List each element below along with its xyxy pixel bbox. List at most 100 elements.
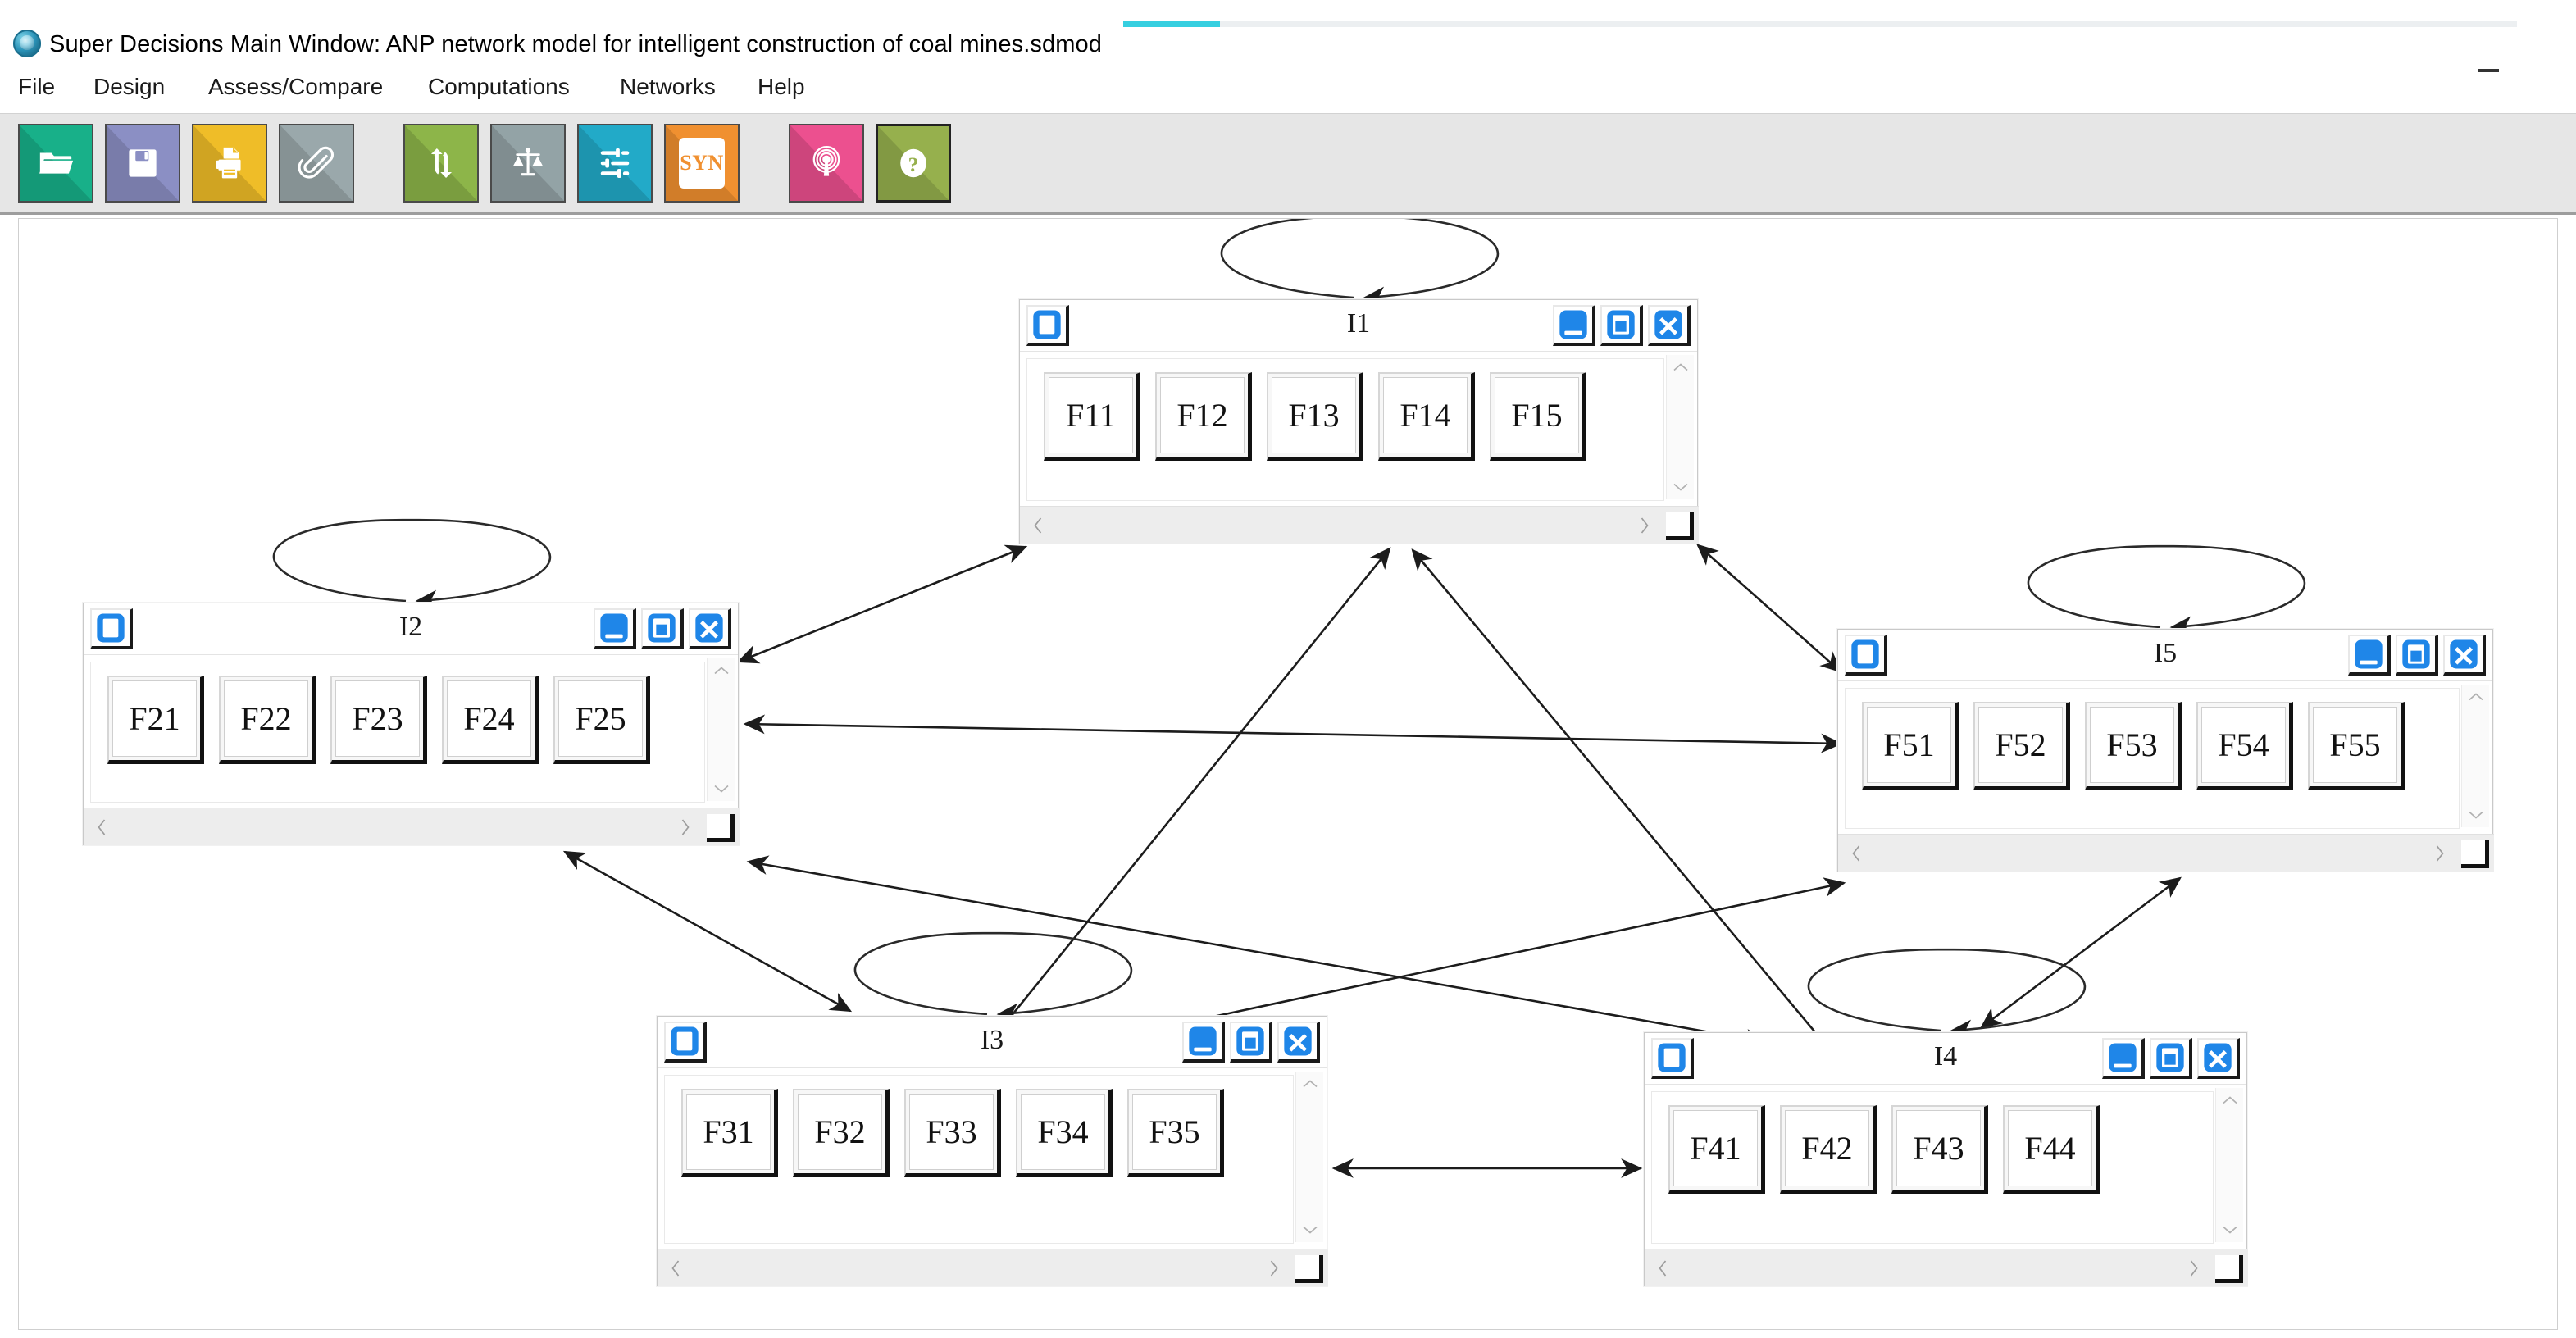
node-f24[interactable]: F24 [442, 676, 539, 764]
scroll-left-chevron-icon[interactable] [95, 817, 108, 837]
vertical-scrollbar[interactable] [2461, 685, 2489, 827]
minimize-button[interactable] [2348, 635, 2391, 676]
scroll-left-chevron-icon[interactable] [1031, 516, 1045, 535]
node-f15[interactable]: F15 [1490, 372, 1586, 461]
scroll-down-chevron-icon[interactable] [712, 783, 730, 794]
menu-item-networks[interactable]: Networks [620, 74, 716, 99]
node-f33[interactable]: F33 [904, 1089, 1001, 1177]
scroll-left-chevron-icon[interactable] [1656, 1258, 1669, 1278]
minimize-button[interactable] [1553, 305, 1595, 346]
cluster-titlebar[interactable]: I5 [1838, 630, 2492, 681]
priorities-button[interactable] [577, 124, 653, 203]
new-node-button[interactable] [1651, 1038, 1694, 1079]
new-node-button[interactable] [1845, 635, 1887, 676]
scroll-up-chevron-icon[interactable] [712, 665, 730, 676]
open-model-button[interactable] [18, 124, 93, 203]
minimize-button[interactable] [594, 608, 636, 649]
node-f35[interactable]: F35 [1127, 1089, 1224, 1177]
node-f54[interactable]: F54 [2196, 702, 2293, 790]
node-f34[interactable]: F34 [1016, 1089, 1113, 1177]
close-button[interactable] [1648, 305, 1691, 346]
update-sync-button[interactable] [403, 124, 479, 203]
node-f42[interactable]: F42 [1780, 1105, 1877, 1194]
node-f13[interactable]: F13 [1267, 372, 1363, 461]
cluster-titlebar[interactable]: I1 [1020, 300, 1697, 352]
node-f41[interactable]: F41 [1668, 1105, 1765, 1194]
node-f11[interactable]: F11 [1044, 372, 1140, 461]
vertical-scrollbar[interactable] [707, 658, 735, 801]
node-f21[interactable]: F21 [107, 676, 204, 764]
horizontal-scrollbar[interactable] [658, 1249, 1328, 1286]
new-node-button[interactable] [90, 608, 133, 649]
scroll-right-chevron-icon[interactable] [679, 817, 692, 837]
close-button[interactable] [2197, 1038, 2240, 1079]
menu-item-assess-compare[interactable]: Assess/Compare [208, 74, 384, 99]
scroll-right-chevron-icon[interactable] [1638, 516, 1651, 535]
synthesize-button[interactable]: SYN [664, 124, 740, 203]
node-f25[interactable]: F25 [553, 676, 650, 764]
new-node-button[interactable] [664, 1022, 707, 1063]
menu-item-design[interactable]: Design [93, 74, 166, 99]
attach-button[interactable] [279, 124, 354, 203]
scroll-down-chevron-icon[interactable] [2221, 1224, 2239, 1236]
close-button[interactable] [1277, 1022, 1320, 1063]
horizontal-scrollbar[interactable] [1838, 834, 2494, 872]
scroll-down-chevron-icon[interactable] [1301, 1224, 1319, 1236]
scroll-right-chevron-icon[interactable] [1268, 1258, 1281, 1278]
minimize-button[interactable] [2102, 1038, 2145, 1079]
node-f53[interactable]: F53 [2085, 702, 2182, 790]
scroll-down-chevron-icon[interactable] [2467, 809, 2485, 821]
restore-button[interactable] [1230, 1022, 1272, 1063]
vertical-scrollbar[interactable] [2215, 1088, 2243, 1242]
resize-grip-icon[interactable] [2215, 1255, 2243, 1283]
scroll-down-chevron-icon[interactable] [1672, 481, 1690, 493]
new-node-button[interactable] [1026, 305, 1069, 346]
scroll-right-chevron-icon[interactable] [2433, 844, 2446, 863]
restore-button[interactable] [2150, 1038, 2192, 1079]
restore-button[interactable] [2396, 635, 2438, 676]
cluster-titlebar[interactable]: I2 [84, 603, 738, 655]
cluster-titlebar[interactable]: I4 [1645, 1033, 2246, 1085]
resize-grip-icon[interactable] [2461, 840, 2489, 868]
node-f31[interactable]: F31 [681, 1089, 778, 1177]
node-f55[interactable]: F55 [2308, 702, 2405, 790]
scroll-up-chevron-icon[interactable] [1672, 362, 1690, 373]
save-model-button[interactable] [105, 124, 180, 203]
sensitivity-button[interactable] [789, 124, 864, 203]
print-button[interactable] [192, 124, 267, 203]
vertical-scrollbar[interactable] [1666, 355, 1694, 499]
compare-judgments-button[interactable] [490, 124, 566, 203]
restore-button[interactable] [1600, 305, 1643, 346]
close-button[interactable] [689, 608, 731, 649]
resize-grip-icon[interactable] [1295, 1255, 1323, 1283]
window-minimize-button[interactable] [2476, 61, 2501, 78]
node-f14[interactable]: F14 [1378, 372, 1475, 461]
horizontal-scrollbar[interactable] [1645, 1249, 2248, 1286]
node-f43[interactable]: F43 [1891, 1105, 1988, 1194]
node-f23[interactable]: F23 [330, 676, 427, 764]
scroll-up-chevron-icon[interactable] [2467, 691, 2485, 703]
help-button[interactable]: ? [876, 124, 951, 203]
restore-button[interactable] [641, 608, 684, 649]
minimize-button[interactable] [1182, 1022, 1225, 1063]
scroll-up-chevron-icon[interactable] [1301, 1078, 1319, 1090]
resize-grip-icon[interactable] [707, 814, 735, 842]
scroll-left-chevron-icon[interactable] [669, 1258, 682, 1278]
horizontal-scrollbar[interactable] [1020, 506, 1699, 544]
node-f22[interactable]: F22 [219, 676, 316, 764]
node-f12[interactable]: F12 [1155, 372, 1252, 461]
horizontal-scrollbar[interactable] [84, 808, 740, 845]
scroll-left-chevron-icon[interactable] [1850, 844, 1863, 863]
resize-grip-icon[interactable] [1666, 512, 1694, 540]
menu-item-computations[interactable]: Computations [428, 74, 570, 99]
menu-item-file[interactable]: File [18, 74, 56, 99]
vertical-scrollbar[interactable] [1295, 1072, 1323, 1242]
cluster-titlebar[interactable]: I3 [658, 1017, 1327, 1068]
close-button[interactable] [2443, 635, 2486, 676]
node-f44[interactable]: F44 [2003, 1105, 2100, 1194]
scroll-right-chevron-icon[interactable] [2187, 1258, 2201, 1278]
